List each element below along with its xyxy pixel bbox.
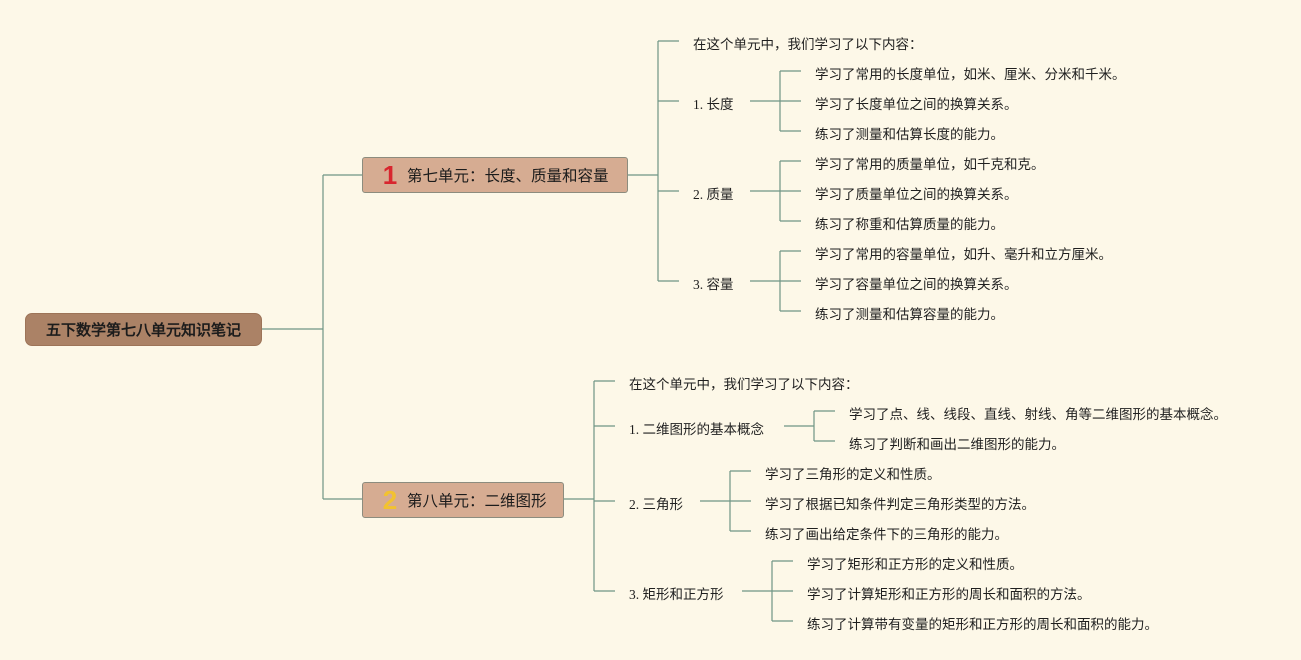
- leaf-triangle-3[interactable]: 练习了画出给定条件下的三角形的能力。: [765, 527, 1008, 543]
- topic-triangle[interactable]: 2. 三角形: [629, 497, 683, 512]
- topic-length[interactable]: 1. 长度: [693, 97, 734, 112]
- leaf-triangle-2[interactable]: 学习了根据已知条件判定三角形类型的方法。: [765, 497, 1035, 513]
- leaf-length-2[interactable]: 学习了长度单位之间的换算关系。: [815, 97, 1018, 113]
- connector-unit2: [564, 380, 615, 592]
- connector-u2-t2: [700, 470, 751, 532]
- topic-2d-concepts[interactable]: 1. 二维图形的基本概念: [629, 422, 764, 437]
- leaf-length-3[interactable]: 练习了测量和估算长度的能力。: [815, 127, 1004, 143]
- leaf-2d-1[interactable]: 学习了点、线、线段、直线、射线、角等二维图形的基本概念。: [849, 407, 1227, 423]
- unit-seven-label: 第七单元：长度、质量和容量: [407, 167, 609, 185]
- leaf-capacity-2[interactable]: 学习了容量单位之间的换算关系。: [815, 277, 1018, 293]
- leaf-capacity-3[interactable]: 练习了测量和估算容量的能力。: [815, 307, 1004, 323]
- connector-u1-t1: [750, 70, 801, 132]
- unit-seven-intro[interactable]: 在这个单元中，我们学习了以下内容：: [693, 37, 923, 52]
- connector-u1-t2: [750, 160, 801, 222]
- root-topic[interactable]: 五下数学第七八单元知识笔记: [25, 313, 262, 346]
- unit-eight-intro[interactable]: 在这个单元中，我们学习了以下内容：: [629, 377, 859, 392]
- leaf-mass-1[interactable]: 学习了常用的质量单位，如千克和克。: [815, 157, 1045, 173]
- leaf-rect-2[interactable]: 学习了计算矩形和正方形的周长和面积的方法。: [807, 587, 1091, 603]
- leaf-triangle-1[interactable]: 学习了三角形的定义和性质。: [765, 467, 941, 483]
- connector-root-units: [262, 174, 362, 500]
- topic-rectangle-square[interactable]: 3. 矩形和正方形: [629, 587, 724, 602]
- leaf-2d-2[interactable]: 练习了判断和画出二维图形的能力。: [849, 437, 1065, 453]
- unit-eight-label: 第八单元：二维图形: [407, 492, 547, 510]
- connector-unit1: [628, 40, 679, 282]
- leaf-mass-3[interactable]: 练习了称重和估算质量的能力。: [815, 217, 1004, 233]
- number-one-icon: 1: [382, 160, 398, 190]
- connector-u1-t3: [750, 250, 801, 312]
- leaf-length-1[interactable]: 学习了常用的长度单位，如米、厘米、分米和千米。: [815, 67, 1126, 83]
- connector-u2-t1: [784, 410, 835, 442]
- connector-u2-t3: [742, 560, 793, 622]
- leaf-mass-2[interactable]: 学习了质量单位之间的换算关系。: [815, 187, 1018, 203]
- leaf-capacity-1[interactable]: 学习了常用的容量单位，如升、毫升和立方厘米。: [815, 247, 1112, 263]
- number-two-icon: 2: [382, 485, 398, 515]
- leaf-rect-3[interactable]: 练习了计算带有变量的矩形和正方形的周长和面积的能力。: [807, 617, 1158, 633]
- topic-capacity[interactable]: 3. 容量: [693, 277, 734, 292]
- leaf-rect-1[interactable]: 学习了矩形和正方形的定义和性质。: [807, 557, 1023, 573]
- topic-mass[interactable]: 2. 质量: [693, 187, 734, 202]
- root-label: 五下数学第七八单元知识笔记: [45, 321, 241, 339]
- unit-seven-node[interactable]: 1 第七单元：长度、质量和容量: [362, 157, 628, 193]
- unit-eight-node[interactable]: 2 第八单元：二维图形: [362, 482, 564, 518]
